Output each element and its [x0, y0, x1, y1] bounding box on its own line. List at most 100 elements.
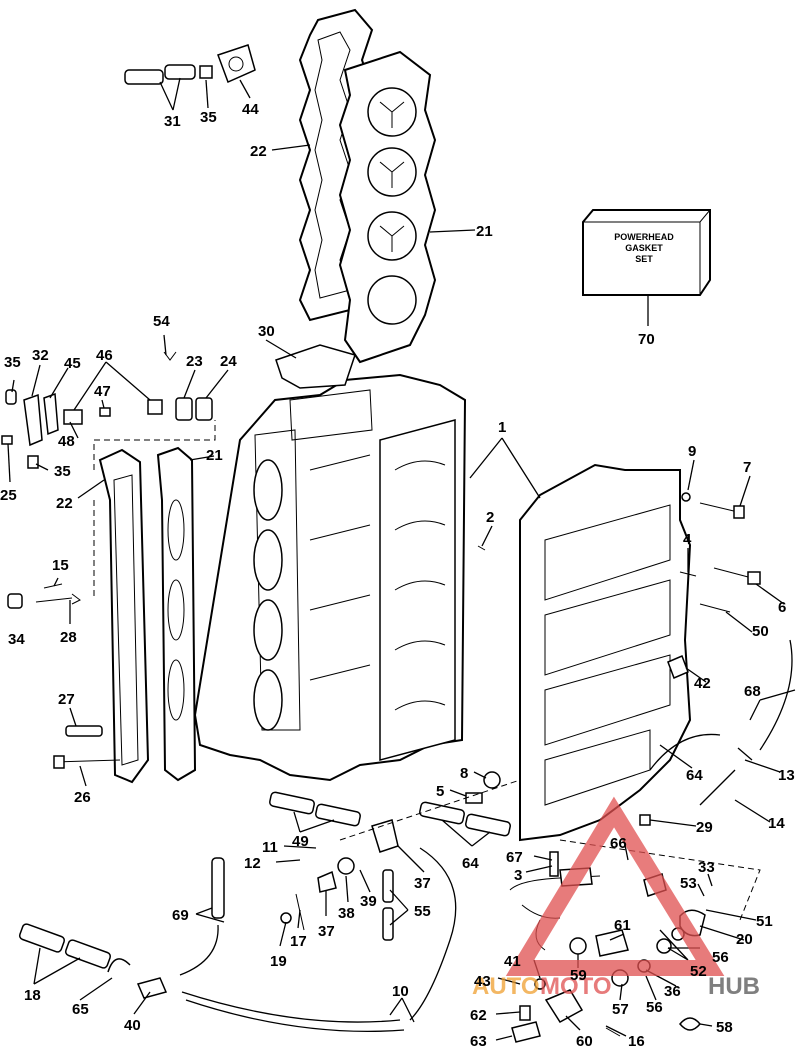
- callout-20: 20: [736, 931, 753, 948]
- watermark-text-hub: HUB: [708, 973, 760, 1000]
- callout-18: 18: [24, 987, 41, 1004]
- callout-56-right: 56: [712, 949, 729, 966]
- callout-16: 16: [628, 1033, 645, 1048]
- cover-44: [217, 44, 256, 84]
- tubes-31: [124, 64, 196, 85]
- callout-17: 17: [290, 933, 307, 950]
- callout-37-right: 37: [414, 875, 431, 892]
- gasket-box-line-2: GASKET: [625, 243, 663, 253]
- callout-40: 40: [124, 1017, 141, 1034]
- callout-66: 66: [610, 835, 627, 852]
- gasket-set-box: POWERHEAD GASKET SET: [582, 209, 711, 296]
- callout-8: 8: [460, 765, 468, 782]
- callout-60: 60: [576, 1033, 593, 1048]
- leader-lines: [7, 77, 796, 1041]
- callout-6: 6: [778, 599, 786, 616]
- callout-35-mid: 35: [54, 463, 71, 480]
- callout-27: 27: [58, 691, 75, 708]
- callout-13: 13: [778, 767, 795, 784]
- callout-55: 55: [414, 903, 431, 920]
- callout-1: 1: [498, 419, 506, 436]
- callout-3: 3: [514, 867, 522, 884]
- small-parts-left: [1, 344, 356, 769]
- callout-21-top: 21: [476, 223, 493, 240]
- callout-37-left: 37: [318, 923, 335, 940]
- callout-47: 47: [94, 383, 111, 400]
- callout-10: 10: [392, 983, 409, 1000]
- callout-63: 63: [470, 1033, 487, 1048]
- callout-34: 34: [8, 631, 25, 648]
- callout-24: 24: [220, 353, 237, 370]
- callout-62: 62: [470, 1007, 487, 1024]
- callout-39: 39: [360, 893, 377, 910]
- watermark-triangle: [505, 796, 725, 976]
- callout-44: 44: [242, 101, 259, 118]
- sensor-harness: [509, 867, 706, 1043]
- callout-9: 9: [688, 443, 696, 460]
- callout-19: 19: [270, 953, 287, 970]
- callout-labels: 31 35 44 22 21 70 54 30 35 32 45 46 23 2…: [0, 101, 795, 1048]
- watermark-text-moto: MOTO: [540, 973, 612, 1000]
- exhaust-cover-22: [98, 448, 150, 784]
- callout-59: 59: [570, 967, 587, 984]
- callout-14: 14: [768, 815, 785, 832]
- watermark: AUTO MOTO HUB: [472, 796, 760, 1000]
- callout-23: 23: [186, 353, 203, 370]
- crankcase-half: [519, 463, 692, 842]
- cylinder-block: [193, 373, 467, 782]
- callout-64-mid: 64: [462, 855, 479, 872]
- callout-49: 49: [292, 833, 309, 850]
- callout-5: 5: [436, 783, 444, 800]
- callout-43: 43: [474, 973, 491, 990]
- callout-32: 32: [32, 347, 49, 364]
- callout-35-left: 35: [4, 354, 21, 371]
- callout-7: 7: [743, 459, 751, 476]
- callout-26: 26: [74, 789, 91, 806]
- head-gasket-top: [338, 50, 437, 364]
- callout-61: 61: [614, 917, 631, 934]
- callout-35-top: 35: [200, 109, 217, 126]
- callout-70: 70: [638, 331, 655, 348]
- callout-28: 28: [60, 629, 77, 646]
- callout-51: 51: [756, 913, 773, 930]
- callout-50: 50: [752, 623, 769, 640]
- callout-15: 15: [52, 557, 69, 574]
- callout-30: 30: [258, 323, 275, 340]
- callout-48: 48: [58, 433, 75, 450]
- callout-29: 29: [696, 819, 713, 836]
- callout-11: 11: [262, 839, 278, 856]
- gasket-box-line-1: POWERHEAD: [614, 232, 674, 242]
- fitting-35-top: [199, 65, 213, 79]
- callout-22-top: 22: [250, 143, 267, 160]
- gasket-box-line-3: SET: [635, 254, 653, 264]
- callout-53: 53: [680, 875, 697, 892]
- callout-45: 45: [64, 355, 81, 372]
- callout-2: 2: [486, 509, 494, 526]
- callout-33: 33: [698, 859, 715, 876]
- callout-12: 12: [244, 855, 261, 872]
- callout-22-left: 22: [56, 495, 73, 512]
- callout-36: 36: [664, 983, 681, 1000]
- callout-65: 65: [72, 1001, 89, 1018]
- reference-lines: [93, 420, 761, 921]
- callout-69: 69: [172, 907, 189, 924]
- callout-56-bottom: 56: [646, 999, 663, 1016]
- callout-38: 38: [338, 905, 355, 922]
- callout-67: 67: [506, 849, 523, 866]
- callout-58: 58: [716, 1019, 733, 1036]
- callout-21-left: 21: [206, 447, 223, 464]
- hoses-bottom: [18, 791, 511, 1033]
- callout-52: 52: [690, 963, 707, 980]
- callout-25: 25: [0, 487, 17, 504]
- watermark-text-auto: AUTO: [472, 973, 540, 1000]
- callout-64-right: 64: [686, 767, 703, 784]
- callout-46: 46: [96, 347, 113, 364]
- callout-54: 54: [153, 313, 170, 330]
- exhaust-gasket-21: [156, 446, 197, 782]
- callout-41: 41: [504, 953, 521, 970]
- callout-57: 57: [612, 1001, 629, 1018]
- callout-4: 4: [683, 531, 692, 548]
- callout-31: 31: [164, 113, 181, 130]
